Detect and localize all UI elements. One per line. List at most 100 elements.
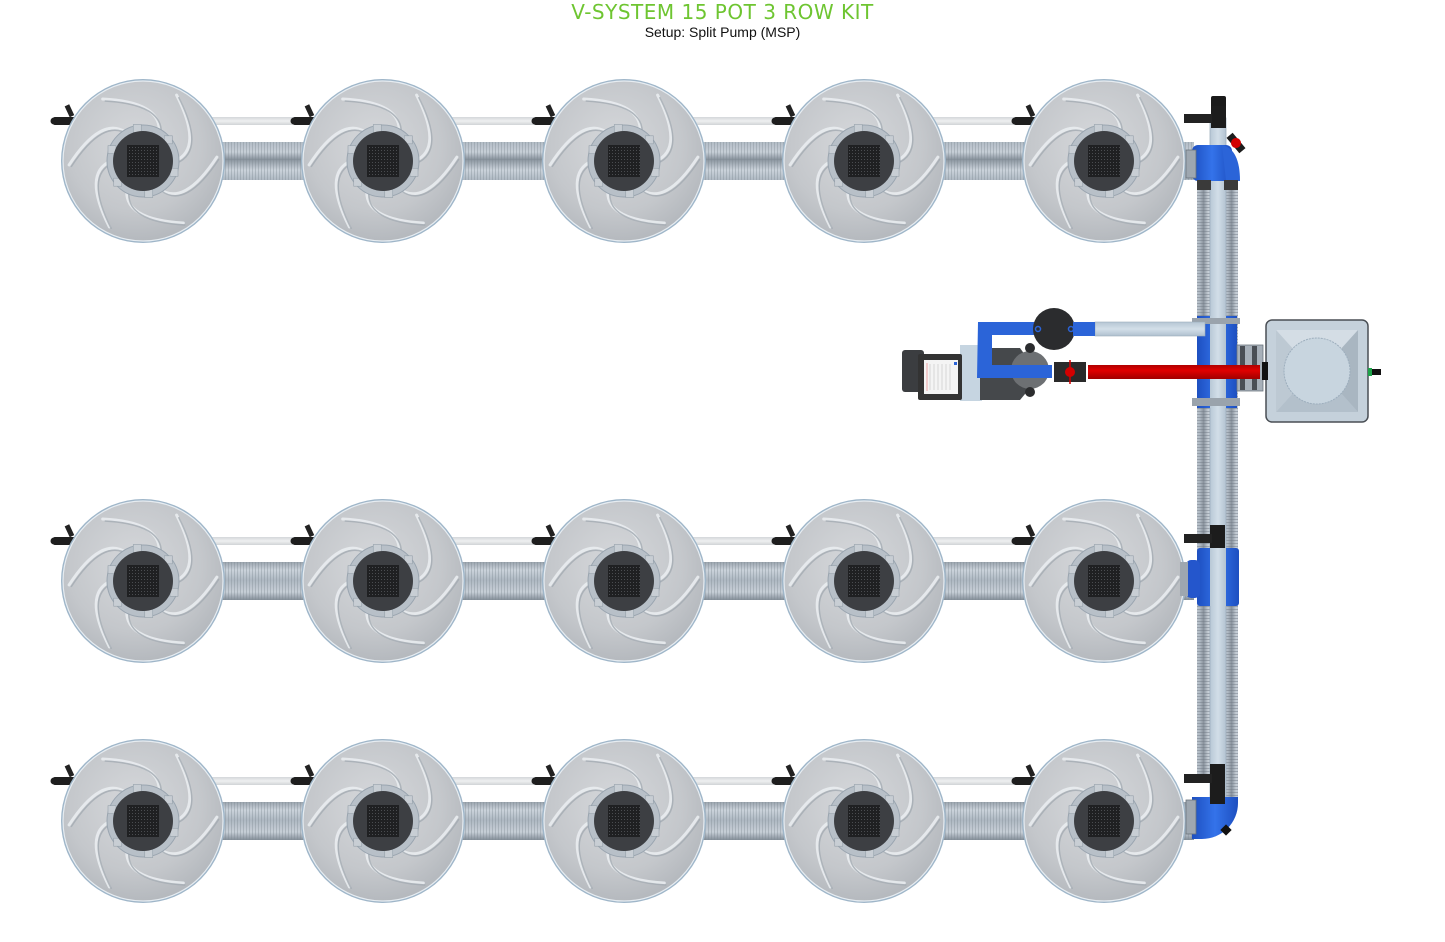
pot-vane [397,155,459,196]
pot-vane [1118,155,1180,196]
feed-valve[interactable] [1054,360,1086,384]
vertical-return-riser [1197,117,1238,800]
return-line-pipe [1094,321,1206,337]
riser-pipe [1209,117,1227,799]
drip-line [664,537,844,545]
pot-vane [878,155,940,196]
pot-vane [788,786,850,827]
pot-vane [788,546,850,587]
page-title: V-SYSTEM 15 POT 3 ROW KIT [571,0,874,24]
net-pot-mesh-icon [127,145,159,177]
pot-vane [307,546,369,587]
tank-lid[interactable] [1283,337,1351,405]
drip-line [423,537,604,545]
pot-vane [101,97,161,135]
flex-pipe [453,142,554,180]
drain-valve-icon[interactable] [1226,132,1247,154]
grow-pot[interactable] [531,499,707,663]
top-cap [1211,96,1226,108]
split-pump[interactable] [902,322,1052,401]
flex-pipe [934,802,1034,840]
drip-line [904,537,1084,545]
flex-pipe [694,142,794,180]
grow-pot[interactable] [290,499,466,663]
drip-line [904,117,1084,125]
grow-pot[interactable] [771,79,947,243]
pot-vane [582,757,642,795]
grow-pot[interactable] [290,79,466,243]
pot-vane [413,513,432,583]
pot-vane [157,575,219,616]
pot-vane [894,753,913,823]
grow-pot[interactable] [1011,499,1187,663]
row-1-end-fitting [1184,96,1246,190]
grow-pot[interactable] [290,739,466,903]
net-pot-mesh-icon [608,145,640,177]
pot-vane [1062,517,1122,555]
flex-pipe [213,142,313,180]
pot-vane [822,97,882,135]
pot-vane [1062,757,1122,795]
pot-vane [894,513,913,583]
row-3-end-fitting [1184,764,1238,839]
pot-vane [638,815,700,856]
pot-vane [334,579,353,649]
pot-vane [397,575,459,616]
pot-vane [334,819,353,889]
pot-vane [878,575,940,616]
flex-pipe [934,562,1034,600]
pot-vane [413,753,432,823]
pot-vane [822,517,882,555]
grow-pot[interactable] [1011,79,1187,243]
pot-vane [548,126,610,167]
pot-vane [341,517,401,555]
flex-pipe [694,802,794,840]
pot-vane [94,159,113,229]
drip-line [183,117,363,125]
inline-filter[interactable] [1033,308,1095,350]
pot-vane [1055,819,1074,889]
elbow-fitting-row-1[interactable] [1192,145,1232,181]
pot-vane [1118,815,1180,856]
flex-pipe [213,562,313,600]
control-tank[interactable] [1262,319,1381,423]
pot-vane [94,819,113,889]
pot-vane [1055,159,1074,229]
pot-vane [654,753,673,823]
net-pot-mesh-icon [1088,145,1120,177]
red-feed-line[interactable] [1088,365,1260,379]
pot-vane [788,126,850,167]
net-pot-mesh-icon [1088,805,1120,837]
pot-vane [548,786,610,827]
drip-line [423,117,604,125]
net-pot-mesh-icon [367,565,399,597]
pot-vane [1028,126,1090,167]
net-pot-mesh-icon [367,805,399,837]
grow-pot[interactable] [771,739,947,903]
drip-line [423,777,604,785]
pot-vane [815,579,834,649]
pot-vane [67,786,129,827]
row-3 [50,739,1194,903]
pot-vane [815,159,834,229]
grow-pot[interactable] [50,499,226,663]
grow-pot[interactable] [50,739,226,903]
pot-vane [157,815,219,856]
net-pot-mesh-icon [608,565,640,597]
flex-pipe [453,802,554,840]
grow-pot[interactable] [531,79,707,243]
riser-flex-pipe-left [1197,180,1211,780]
grow-pot[interactable] [50,79,226,243]
pot-vane [413,93,432,163]
pot-vane [548,546,610,587]
drain-plug-icon[interactable] [1220,824,1232,836]
grow-pot[interactable] [531,739,707,903]
pot-vane [94,579,113,649]
grow-pot[interactable] [771,499,947,663]
drip-connector-icon [771,104,800,125]
flex-pipe [694,562,794,600]
grow-pot[interactable] [1011,739,1187,903]
pot-vane [1028,546,1090,587]
pot-vane [397,815,459,856]
